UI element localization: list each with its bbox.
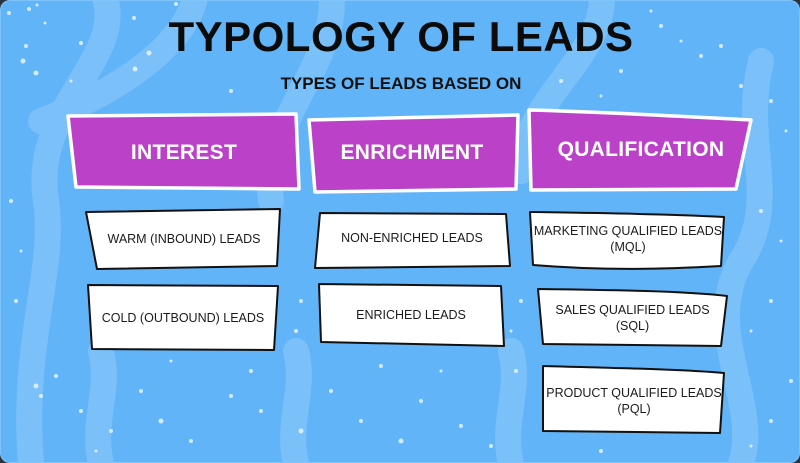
lead-type-label: WARM (INBOUND) LEADS — [107, 231, 261, 246]
lead-type-label: NON-ENRICHED LEADS — [341, 231, 483, 245]
card-shape — [87, 284, 279, 351]
lead-type-card-pql: PRODUCT QUALIFIED LEADS (PQL) — [540, 363, 728, 435]
lead-type-card-sql: SALES QUALIFIED LEADS (SQL) — [535, 286, 730, 349]
card-shape — [314, 212, 511, 269]
lead-type-label: ENRICHED LEADS — [356, 308, 466, 322]
header-shape — [307, 113, 520, 194]
page-subtitle: TYPES OF LEADS BASED ON — [280, 74, 522, 93]
card-shape — [85, 208, 281, 270]
lead-type-label: MARKETING QUALIFIED LEADS (MQL) — [533, 224, 723, 254]
column-header-label: INTEREST — [130, 141, 238, 164]
lead-type-card-cold: COLD (OUTBOUND) LEADS — [86, 283, 280, 353]
lead-type-label: SALES QUALIFIED LEADS (SQL) — [555, 302, 710, 333]
card-shape — [542, 365, 725, 434]
card-shape — [529, 211, 725, 270]
column-header-interest: INTEREST — [66, 112, 302, 193]
header-shape — [527, 108, 753, 192]
column-header-enrichment: ENRICHMENT — [303, 113, 521, 194]
lead-type-card-warm: WARM (INBOUND) LEADS — [84, 206, 284, 271]
lead-type-label: PRODUCT QUALIFIED LEADS (PQL) — [546, 386, 722, 416]
header-shape — [66, 112, 301, 191]
lead-type-card-mql: MARKETING QUALIFIED LEADS (MQL) — [527, 209, 729, 275]
card-shape — [318, 283, 505, 347]
column-header-qualification: QUALIFICATION — [526, 106, 756, 194]
column-header-label: QUALIFICATION — [557, 138, 725, 161]
lead-type-card-non-enriched: NON-ENRICHED LEADS — [312, 206, 512, 270]
card-shape — [537, 288, 728, 347]
lead-type-card-enriched: ENRICHED LEADS — [315, 282, 507, 348]
column-header-label: ENRICHMENT — [340, 141, 484, 164]
lead-type-label: COLD (OUTBOUND) LEADS — [101, 311, 265, 325]
page-title: TYPOLOGY OF LEADS — [168, 13, 634, 60]
